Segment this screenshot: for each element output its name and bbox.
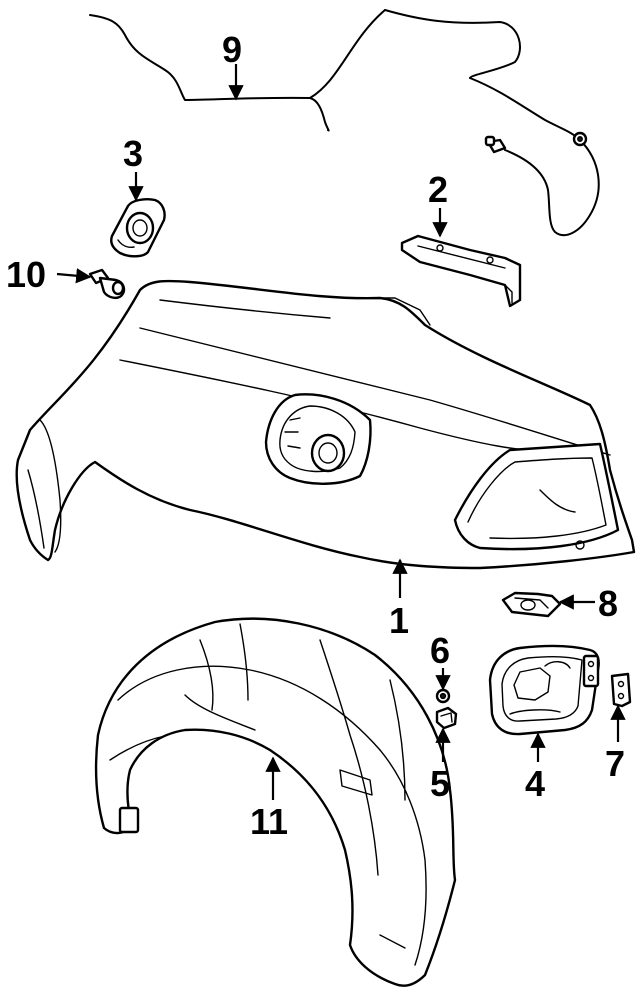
callout-7: 7 bbox=[605, 743, 625, 784]
callout-8: 8 bbox=[598, 583, 618, 624]
nut-part bbox=[435, 688, 451, 704]
wheelhouse-liner-part bbox=[94, 617, 457, 987]
bumper-stop-part bbox=[88, 268, 126, 300]
callout-11: 11 bbox=[250, 801, 288, 842]
leader-lines bbox=[56, 64, 626, 800]
callout-10: 10 bbox=[6, 254, 46, 295]
clip-part bbox=[435, 706, 458, 730]
callout-5: 5 bbox=[430, 763, 450, 804]
callout-1: 1 bbox=[389, 600, 409, 641]
callout-2: 2 bbox=[428, 169, 448, 210]
hinge-part bbox=[610, 672, 632, 708]
grommet-housing-part bbox=[110, 198, 166, 258]
latch-part bbox=[501, 591, 562, 618]
release-cable-part bbox=[89, 9, 600, 237]
callout-6: 6 bbox=[430, 630, 450, 671]
quarter-panel-part bbox=[15, 279, 636, 570]
callout-9: 9 bbox=[222, 29, 242, 70]
fuel-door-housing-part bbox=[488, 644, 600, 736]
callout-4: 4 bbox=[525, 763, 545, 804]
callout-labels: 9 3 2 10 1 8 6 5 4 7 11 bbox=[6, 29, 625, 842]
callout-3: 3 bbox=[123, 133, 143, 174]
bracket-part bbox=[400, 234, 522, 308]
leader-10 bbox=[56, 268, 92, 284]
